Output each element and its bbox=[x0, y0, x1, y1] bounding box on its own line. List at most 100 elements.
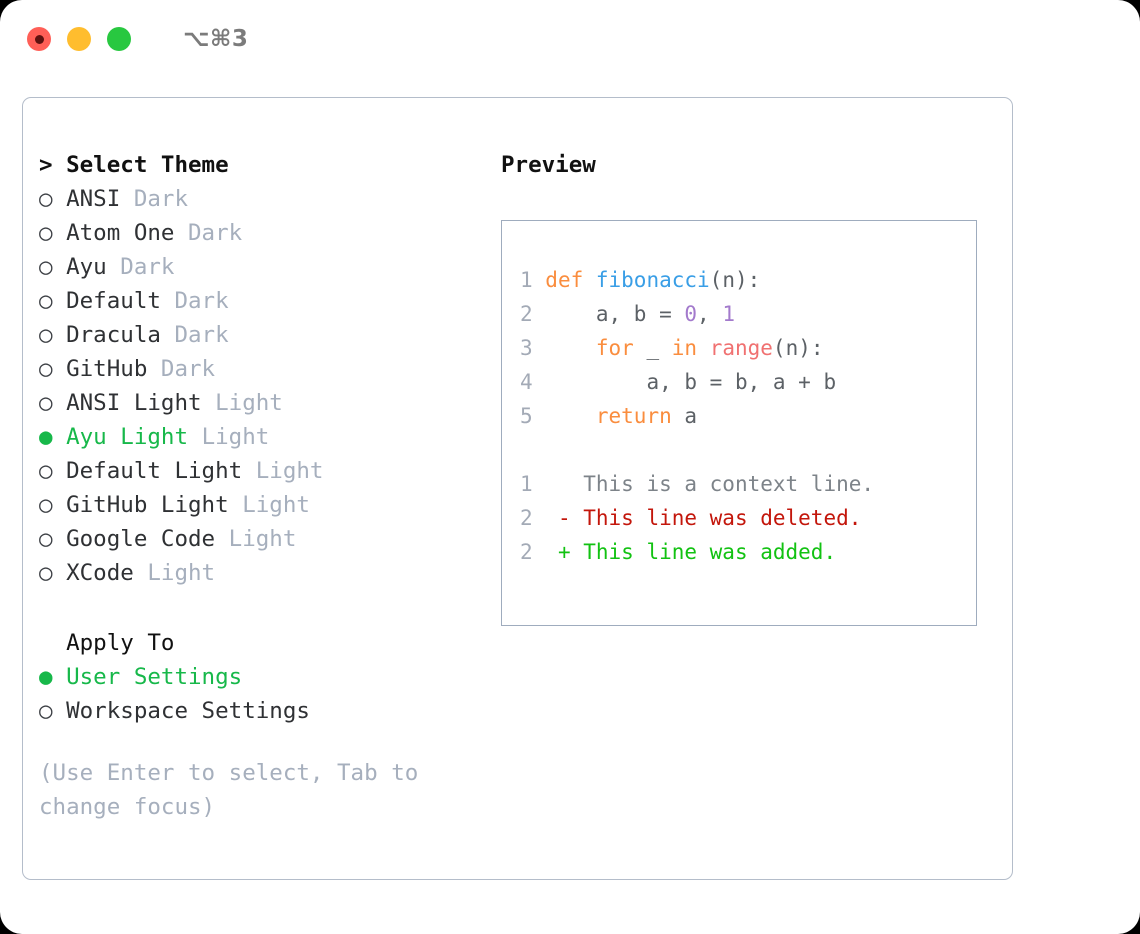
diff-text: - This line was deleted. bbox=[557, 506, 862, 530]
theme-option-label: Dracula bbox=[66, 322, 175, 348]
radio-unselected-icon: ○ bbox=[39, 254, 67, 280]
theme-option-google-code[interactable]: ○ Google Code Light bbox=[39, 522, 489, 556]
code-line: 2 a, b = 0, 1 bbox=[520, 297, 976, 331]
theme-option-xcode[interactable]: ○ XCode Light bbox=[39, 556, 489, 590]
theme-option-dracula[interactable]: ○ Dracula Dark bbox=[39, 318, 489, 352]
diff-line: 1 This is a context line. bbox=[520, 467, 976, 501]
code-token: , bbox=[697, 302, 723, 326]
diff-line: 2 + This line was added. bbox=[520, 535, 976, 569]
keyboard-hint-text: (Use Enter to select, Tab to change focu… bbox=[39, 760, 419, 820]
apply-to-option-user-settings[interactable]: ● User Settings bbox=[39, 660, 489, 694]
theme-variant-badge: Dark bbox=[188, 220, 243, 246]
code-token: in bbox=[671, 336, 698, 360]
code-token: return bbox=[595, 404, 672, 428]
theme-option-label: Atom One bbox=[66, 220, 189, 246]
code-token: a, b = b, a + b bbox=[545, 370, 837, 394]
radio-selected-icon: ● bbox=[39, 424, 67, 450]
code-token bbox=[545, 404, 596, 428]
theme-variant-badge: Light bbox=[242, 492, 310, 518]
apply-to-list[interactable]: ● User Settings○ Workspace Settings bbox=[39, 660, 489, 728]
line-number: 3 bbox=[520, 336, 546, 360]
apply-to-option-label: Workspace Settings bbox=[66, 698, 310, 724]
theme-option-label: Ayu Light bbox=[66, 424, 202, 450]
code-token: def bbox=[545, 268, 596, 292]
code-token bbox=[697, 336, 710, 360]
line-number: 1 bbox=[520, 472, 558, 496]
theme-variant-badge: Light bbox=[215, 390, 283, 416]
radio-unselected-icon: ○ bbox=[39, 492, 67, 518]
minimize-button[interactable] bbox=[67, 27, 91, 51]
theme-option-label: GitHub bbox=[66, 356, 161, 382]
code-token: range bbox=[709, 336, 773, 360]
code-line: 5 return a bbox=[520, 399, 976, 433]
theme-option-label: Google Code bbox=[66, 526, 229, 552]
code-line: 3 for _ in range(n): bbox=[520, 331, 976, 365]
code-token: (n): bbox=[772, 336, 824, 360]
theme-option-atom-one[interactable]: ○ Atom One Dark bbox=[39, 216, 489, 250]
code-token: 1 bbox=[722, 302, 735, 326]
line-number: 1 bbox=[520, 268, 546, 292]
content-panel: > Select Theme ○ ANSI Dark○ Atom One Dar… bbox=[22, 97, 1013, 880]
radio-selected-icon: ● bbox=[39, 664, 67, 690]
theme-option-label: ANSI bbox=[66, 186, 134, 212]
theme-option-label: Default Light bbox=[66, 458, 256, 484]
apply-to-option-workspace-settings[interactable]: ○ Workspace Settings bbox=[39, 694, 489, 728]
theme-option-label: Ayu bbox=[66, 254, 121, 280]
theme-variant-badge: Light bbox=[255, 458, 324, 484]
radio-unselected-icon: ○ bbox=[39, 698, 67, 724]
diff-sample: 1 This is a context line.2 - This line w… bbox=[520, 467, 976, 569]
radio-unselected-icon: ○ bbox=[39, 322, 67, 348]
line-number: 2 bbox=[520, 540, 558, 564]
close-button[interactable] bbox=[27, 27, 51, 51]
theme-option-default[interactable]: ○ Default Dark bbox=[39, 284, 489, 318]
keyboard-shortcut-label: ⌥⌘3 bbox=[183, 26, 249, 52]
code-line: 1 def fibonacci(n): bbox=[520, 263, 976, 297]
theme-option-label: ANSI Light bbox=[66, 390, 216, 416]
diff-text: This is a context line. bbox=[557, 472, 875, 496]
theme-option-ansi-light[interactable]: ○ ANSI Light Light bbox=[39, 386, 489, 420]
code-token: a, b = bbox=[545, 302, 685, 326]
code-token: 0 bbox=[684, 302, 698, 326]
title-bar: ⌥⌘3 bbox=[0, 0, 1140, 78]
theme-variant-badge: Dark bbox=[160, 356, 216, 382]
code-token: fibonacci bbox=[595, 268, 710, 292]
line-number: 4 bbox=[520, 370, 546, 394]
radio-unselected-icon: ○ bbox=[39, 560, 67, 586]
apply-to-heading: Apply To bbox=[66, 630, 175, 656]
theme-variant-badge: Dark bbox=[120, 254, 175, 280]
radio-unselected-icon: ○ bbox=[39, 458, 67, 484]
select-theme-heading: > Select Theme bbox=[39, 152, 229, 178]
code-token bbox=[545, 336, 596, 360]
theme-variant-badge: Dark bbox=[133, 186, 189, 212]
theme-variant-badge: Light bbox=[147, 560, 216, 586]
code-token: for bbox=[595, 336, 634, 360]
line-number: 2 bbox=[520, 506, 558, 530]
theme-list[interactable]: ○ ANSI Dark○ Atom One Dark○ Ayu Dark○ De… bbox=[39, 182, 489, 590]
radio-unselected-icon: ○ bbox=[39, 288, 67, 314]
radio-unselected-icon: ○ bbox=[39, 186, 67, 212]
preview-column: Preview 1 def fibonacci(n):2 a, b = 0, 1… bbox=[501, 148, 1001, 626]
maximize-button[interactable] bbox=[107, 27, 131, 51]
theme-option-ayu-light[interactable]: ● Ayu Light Light bbox=[39, 420, 489, 454]
theme-picker-column: > Select Theme ○ ANSI Dark○ Atom One Dar… bbox=[39, 148, 489, 824]
theme-option-ansi[interactable]: ○ ANSI Dark bbox=[39, 182, 489, 216]
line-number: 5 bbox=[520, 404, 546, 428]
radio-unselected-icon: ○ bbox=[39, 356, 67, 382]
theme-option-label: XCode bbox=[66, 560, 148, 586]
radio-unselected-icon: ○ bbox=[39, 526, 67, 552]
theme-option-github[interactable]: ○ GitHub Dark bbox=[39, 352, 489, 386]
theme-option-ayu[interactable]: ○ Ayu Dark bbox=[39, 250, 489, 284]
theme-variant-badge: Dark bbox=[174, 322, 229, 348]
theme-option-github-light[interactable]: ○ GitHub Light Light bbox=[39, 488, 489, 522]
theme-option-default-light[interactable]: ○ Default Light Light bbox=[39, 454, 489, 488]
line-number: 2 bbox=[520, 302, 546, 326]
radio-unselected-icon: ○ bbox=[39, 390, 67, 416]
preview-heading: Preview bbox=[501, 152, 596, 178]
diff-text: + This line was added. bbox=[557, 540, 837, 564]
code-token: a bbox=[671, 404, 698, 428]
apply-to-option-label: User Settings bbox=[66, 664, 243, 690]
diff-line: 2 - This line was deleted. bbox=[520, 501, 976, 535]
